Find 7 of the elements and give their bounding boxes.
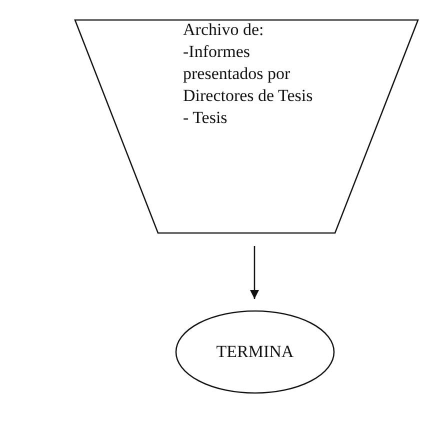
- node-label: TERMINA: [215, 341, 295, 363]
- node-text: -Informes presentados por Directores de Tesis: [183, 41, 314, 107]
- terminator-ellipse: [175, 310, 335, 394]
- arrow: [250, 246, 259, 299]
- archive-trapezoid: [74, 19, 419, 234]
- node-text: Archivo de:: [183, 19, 265, 41]
- node-text: - Tesis: [183, 107, 228, 129]
